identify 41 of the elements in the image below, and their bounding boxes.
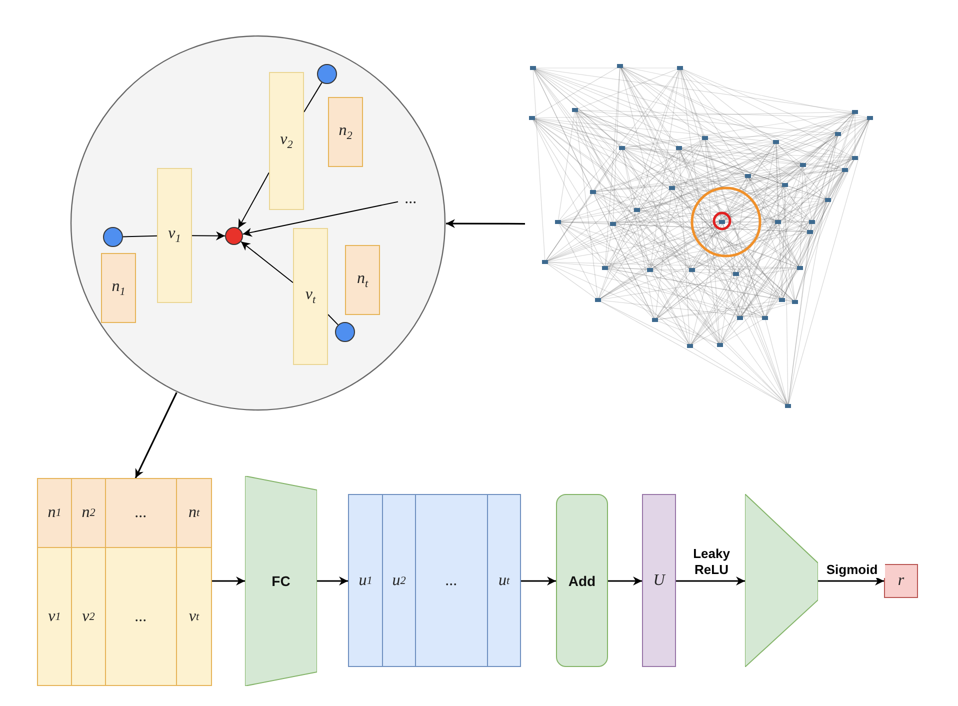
arrow (446, 219, 525, 228)
vector-box (269, 72, 304, 210)
attribute-box (101, 253, 136, 323)
output-box (884, 564, 918, 598)
attribute-box (328, 97, 363, 167)
arrow (211, 576, 245, 586)
math-label: v$_{1}$ (168, 225, 181, 246)
layer-trapezoid (745, 494, 818, 667)
math-label: r (898, 572, 904, 590)
arrow (192, 231, 226, 240)
math-label: ... (405, 190, 417, 208)
math-label: v$_{2}$ (280, 130, 293, 152)
arrow (818, 576, 884, 586)
connector-line (122, 235, 158, 238)
math-label: n$_{1}$ (112, 278, 126, 298)
add-block (556, 494, 608, 667)
arrow (520, 576, 556, 586)
vector-cell: ... (415, 494, 488, 667)
vector-block (642, 494, 676, 667)
arrow (238, 172, 270, 229)
math-label: v$_{t}$ (305, 286, 316, 307)
math-label: n$_{2}$ (338, 122, 352, 142)
arrow (242, 201, 398, 237)
arrow (608, 576, 642, 586)
layer-trapezoid (245, 476, 317, 686)
vector-box (157, 168, 192, 303)
connector-line (304, 82, 322, 113)
math-label: U (653, 572, 665, 590)
arrow (134, 392, 178, 478)
arrow (676, 576, 745, 586)
connector-line (328, 314, 339, 326)
arrow (317, 576, 348, 586)
arrow (240, 241, 294, 284)
layer-label: FC (272, 573, 290, 589)
table-cell: ... (105, 547, 177, 686)
attribute-box (345, 245, 380, 315)
zoom-circle (70, 35, 446, 411)
math-label: n$_{t}$ (356, 270, 368, 290)
vector-box (293, 228, 328, 365)
table-cell: ... (105, 478, 177, 548)
layer-label: Add (568, 572, 596, 588)
